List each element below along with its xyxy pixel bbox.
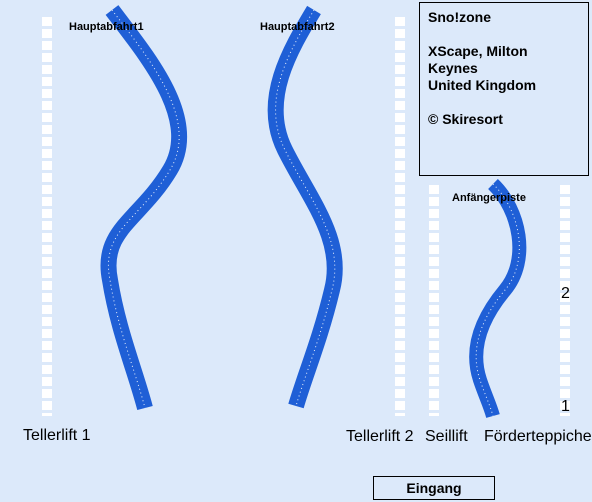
run-label-hauptabfahrt2[interactable]: Hauptabfahrt2	[260, 21, 335, 33]
resort-copyright: © Skiresort	[428, 111, 503, 127]
resort-info-box: Sno!zone XScape, Milton Keynes United Ki…	[419, 2, 589, 176]
piste-anfaengerpiste[interactable]	[469, 178, 527, 418]
lift-label-tellerlift1[interactable]: Tellerlift 1	[23, 427, 91, 444]
run-label-anfaengerpiste[interactable]: Anfängerpiste	[452, 192, 526, 204]
resort-location: XScape, Milton Keynes	[428, 43, 528, 76]
resort-name: Sno!zone	[428, 9, 491, 25]
resort-country: United Kingdom	[428, 77, 537, 93]
lift-label-tellerlift2[interactable]: Tellerlift 2	[346, 428, 414, 445]
piste-hauptabfahrt2[interactable]	[267, 5, 343, 409]
carpet-number-1: 1	[561, 398, 570, 415]
lift-label-seillift[interactable]: Seillift	[425, 428, 468, 445]
entrance-label[interactable]: Eingang	[373, 476, 495, 500]
run-label-hauptabfahrt1[interactable]: Hauptabfahrt1	[69, 21, 144, 33]
lift-label-foerderteppiche[interactable]: Förderteppiche	[484, 428, 592, 445]
piste-hauptabfahrt1[interactable]	[100, 5, 188, 411]
carpet-number-2: 2	[561, 285, 570, 302]
